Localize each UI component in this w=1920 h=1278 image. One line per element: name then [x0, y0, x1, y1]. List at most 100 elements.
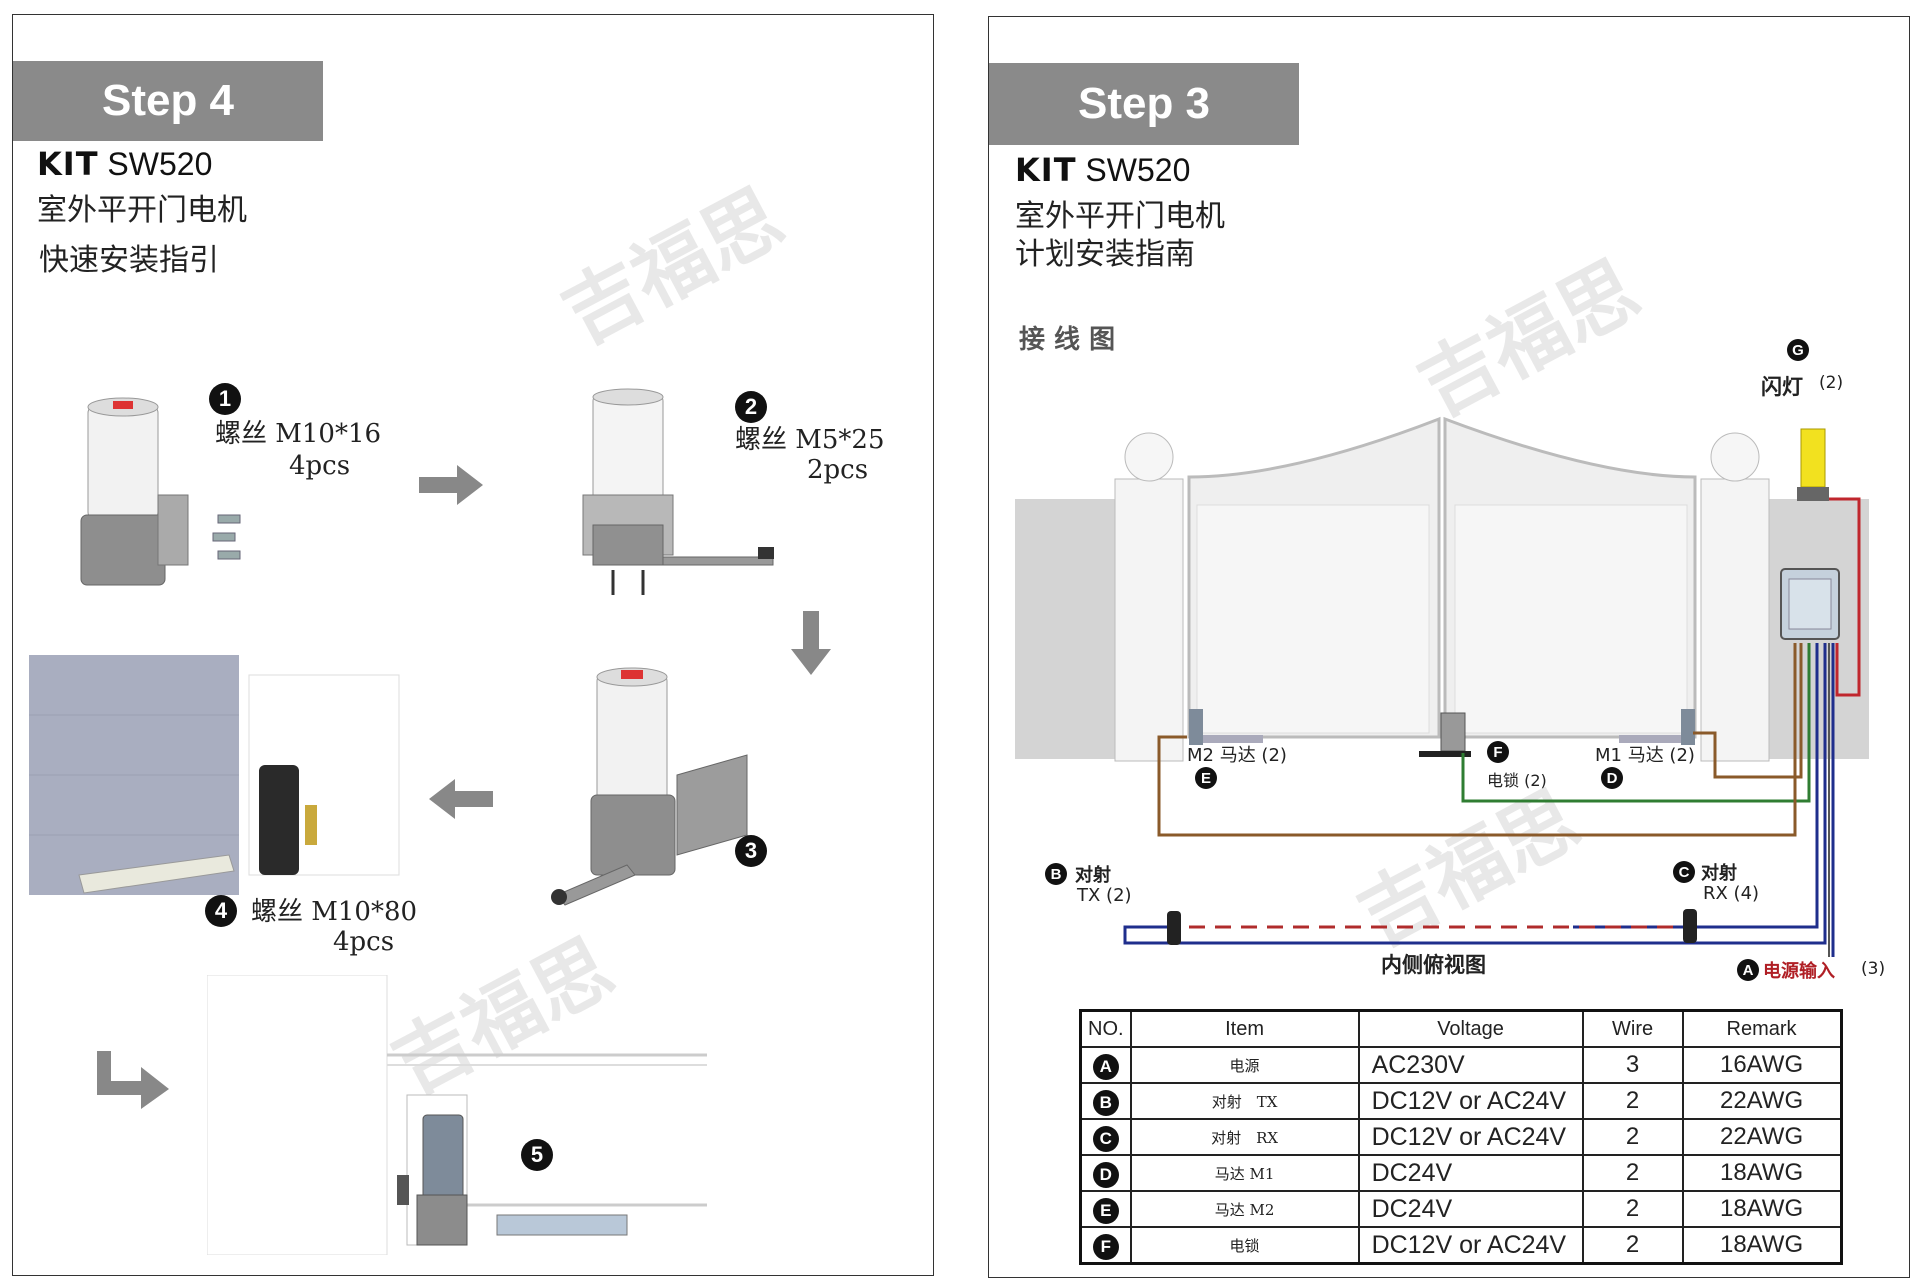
row-no: E [1079, 1190, 1132, 1228]
table-header: Wire [1581, 1009, 1684, 1048]
row-voltage: DC24V [1357, 1190, 1584, 1228]
spec-table: NO. Item Voltage Wire Remark A 电源 AC230V… [1079, 1009, 1843, 1265]
step-tab: Step 3 [989, 63, 1299, 145]
table-row: E 马达 M2 DC24V 2 18AWG [1079, 1190, 1843, 1228]
power-label: 电源输入 [1763, 961, 1835, 982]
row-remark: 18AWG [1681, 1226, 1843, 1265]
table-row: A 电源 AC230V 3 16AWG [1079, 1046, 1843, 1084]
row-voltage: DC24V [1357, 1154, 1584, 1192]
watermark: 吉福思 [548, 171, 798, 362]
m1-letter: D [1601, 767, 1623, 789]
lock-letter: F [1487, 741, 1509, 763]
final-install-illustration [207, 975, 707, 1255]
power-count: (3) [1861, 959, 1886, 979]
row-no: D [1079, 1154, 1132, 1192]
lock-label: 电锁 (2) [1487, 771, 1547, 790]
row-letter: F [1092, 1233, 1119, 1260]
row-wire: 2 [1581, 1082, 1684, 1120]
step-2-screw: 螺丝 M5*25 [735, 425, 885, 455]
step-number-3: 3 [735, 835, 767, 867]
row-wire: 2 [1581, 1118, 1684, 1156]
row-wire: 2 [1581, 1154, 1684, 1192]
row-wire: 2 [1581, 1190, 1684, 1228]
row-item: 电源 [1129, 1046, 1360, 1084]
step3-panel: Step 3 KIT SW520 室外平开门电机 计划安装指南 接 线 图 吉福… [988, 16, 1910, 1278]
table-row: F 电锁 DC12V or AC24V 2 18AWG [1079, 1226, 1843, 1265]
arrow-turn-icon [97, 1051, 169, 1109]
step-1-screw: 螺丝 M10*16 [215, 419, 382, 449]
table-row: C 对射 RX DC12V or AC24V 2 22AWG [1079, 1118, 1843, 1156]
row-no: F [1079, 1226, 1132, 1265]
row-item: 对射 TX [1129, 1082, 1360, 1120]
row-item: 对射 RX [1129, 1118, 1360, 1156]
row-voltage: DC12V or AC24V [1357, 1118, 1584, 1156]
guide-title: 快速安装指引 [39, 243, 219, 278]
row-wire: 3 [1581, 1046, 1684, 1084]
rx-letter: C [1673, 861, 1695, 883]
row-no: C [1079, 1118, 1132, 1156]
row-remark: 22AWG [1681, 1118, 1843, 1156]
motor-illustration-3 [551, 667, 748, 906]
power-letter: A [1737, 959, 1759, 981]
motor-m1-label: M1 马达 (2) [1595, 745, 1695, 766]
rx-label: RX (4) [1703, 883, 1760, 904]
step-number-1: 1 [209, 383, 241, 415]
table-header: NO. [1079, 1009, 1132, 1048]
kit-title: KIT SW520 [1015, 151, 1190, 189]
step-number-2: 2 [735, 391, 767, 423]
step-4-qty: 4pcs [333, 927, 395, 957]
wiring-diagram [1015, 416, 1869, 957]
kit-model: SW520 [107, 146, 213, 182]
arrow-left-icon [429, 779, 493, 819]
tx-label: TX (2) [1077, 885, 1132, 906]
row-letter: B [1092, 1089, 1119, 1116]
tx-letter: B [1045, 863, 1067, 885]
row-letter: C [1092, 1125, 1119, 1152]
row-wire: 2 [1581, 1226, 1684, 1265]
guide-title: 计划安装指南 [1015, 237, 1195, 272]
row-remark: 18AWG [1681, 1154, 1843, 1192]
step-2-qty: 2pcs [807, 455, 869, 485]
motor-m2-label: M2 马达 (2) [1187, 745, 1287, 766]
rx-title: 对射 [1701, 863, 1737, 884]
table-row: B 对射 TX DC12V or AC24V 2 22AWG [1079, 1082, 1843, 1120]
step-number-4: 4 [205, 895, 237, 927]
m2-letter: E [1195, 767, 1217, 789]
view-label: 内侧俯视图 [1381, 953, 1486, 977]
arrow-right-icon [419, 465, 483, 505]
row-letter: E [1092, 1197, 1119, 1224]
step-number-5: 5 [521, 1139, 553, 1171]
table-header: Voltage [1357, 1009, 1584, 1048]
row-item: 马达 M1 [1129, 1154, 1360, 1192]
kit-title: KIT SW520 [37, 145, 212, 183]
product-name: 室外平开门电机 [1015, 199, 1225, 234]
flash-letter: G [1787, 339, 1809, 361]
step-1-qty: 4pcs [289, 451, 351, 481]
row-letter: A [1092, 1053, 1119, 1080]
kit-prefix: KIT [1015, 151, 1077, 189]
row-no: A [1079, 1046, 1132, 1084]
arrow-down-icon [791, 611, 831, 675]
table-header: Item [1129, 1009, 1360, 1048]
motor-illustration-1 [80, 397, 241, 586]
flash-label: 闪灯 [1761, 375, 1803, 399]
row-item: 电锁 [1129, 1226, 1360, 1265]
step-tab: Step 4 [13, 61, 323, 141]
row-voltage: AC230V [1357, 1046, 1584, 1084]
row-item: 马达 M2 [1129, 1190, 1360, 1228]
product-name: 室外平开门电机 [37, 193, 247, 228]
row-voltage: DC12V or AC24V [1357, 1082, 1584, 1120]
tx-title: 对射 [1075, 865, 1111, 886]
row-voltage: DC12V or AC24V [1357, 1226, 1584, 1265]
row-remark: 16AWG [1681, 1046, 1843, 1084]
kit-prefix: KIT [37, 145, 99, 183]
row-remark: 22AWG [1681, 1082, 1843, 1120]
diagram-title: 接 线 图 [1019, 325, 1116, 355]
row-remark: 18AWG [1681, 1190, 1843, 1228]
table-row: D 马达 M1 DC24V 2 18AWG [1079, 1154, 1843, 1192]
step4-panel: Step 4 KIT SW520 室外平开门电机 快速安装指引 吉福思 吉福思 … [12, 14, 934, 1276]
row-no: B [1079, 1082, 1132, 1120]
flash-count: (2) [1819, 373, 1844, 393]
gate-install-illustration [29, 655, 400, 895]
table-header-row: NO. Item Voltage Wire Remark [1079, 1009, 1843, 1048]
